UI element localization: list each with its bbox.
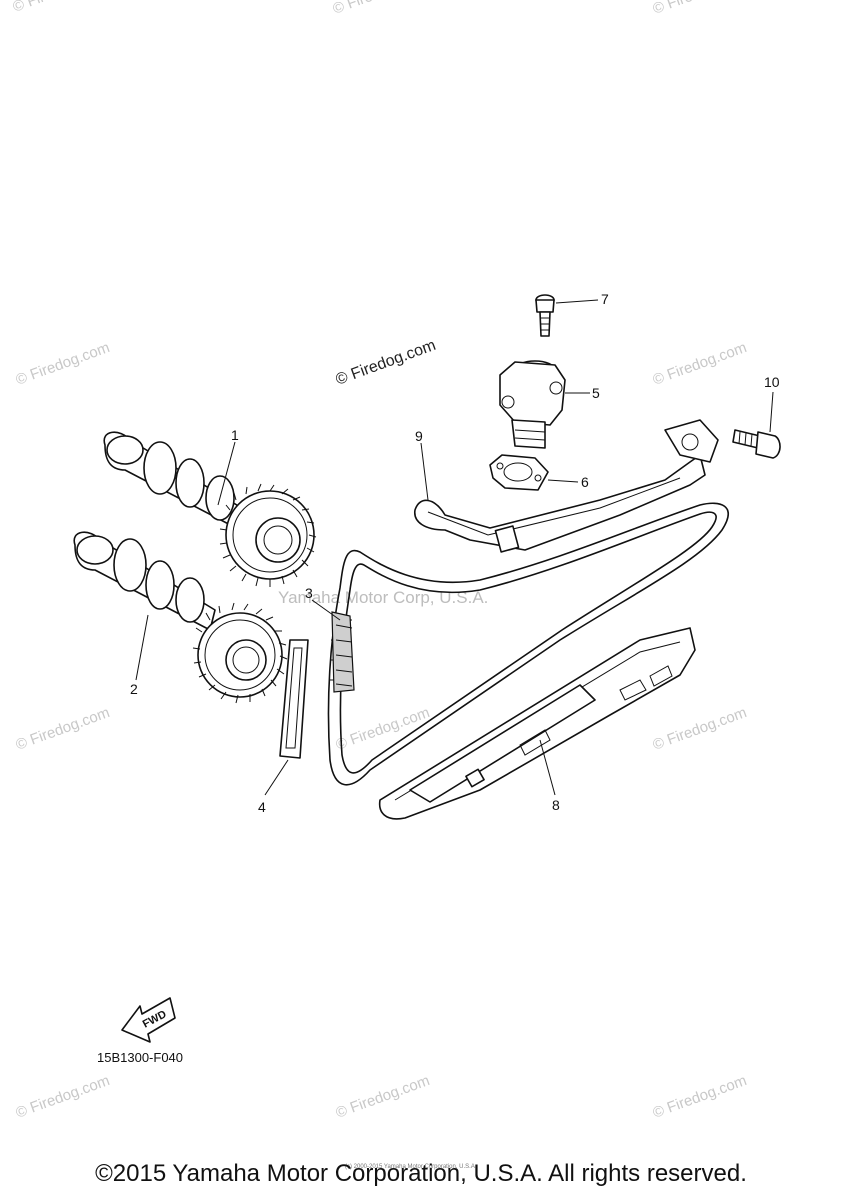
callout-5: 5	[592, 385, 600, 401]
fine-print: (c) 2000-2015 Yamaha Motor Corporation, …	[345, 1164, 477, 1170]
callout-10: 10	[764, 374, 780, 390]
fwd-arrow-icon: FWD	[121, 997, 176, 1043]
callouts: 1 2 3 4 5 6 7 8 9 10	[130, 291, 780, 815]
chain-guide-8	[378, 627, 696, 820]
callout-7: 7	[601, 291, 609, 307]
callout-4: 4	[258, 799, 266, 815]
watermark-top-mid: © Firedog.com	[331, 0, 429, 18]
callout-3: 3	[305, 585, 313, 601]
callout-9: 9	[415, 428, 423, 444]
watermark-center-1: © Firedog.com	[334, 337, 439, 389]
callout-6: 6	[581, 474, 589, 490]
tensioner-5	[499, 360, 566, 449]
callout-2: 2	[130, 681, 138, 697]
gasket-6	[489, 454, 549, 491]
callout-1: 1	[231, 427, 239, 443]
camshaft-2	[73, 531, 288, 704]
watermark-top-left: © Firedog.com	[11, 0, 109, 16]
watermark-right-1: © Firedog.com	[651, 339, 749, 389]
chain-guide-4	[279, 639, 309, 759]
leader-lines	[135, 299, 774, 796]
watermark-top-right: © Firedog.com	[651, 0, 749, 18]
bolt-10	[732, 429, 781, 459]
callout-8: 8	[552, 797, 560, 813]
watermark-right-2: © Firedog.com	[651, 704, 749, 754]
timing-chain	[327, 502, 729, 786]
bolt-7	[535, 294, 555, 337]
watermark-left-2: © Firedog.com	[14, 704, 112, 754]
watermark-right-3: © Firedog.com	[651, 1072, 749, 1122]
tensioner-guide-9	[414, 419, 719, 553]
watermark-yamaha: Yamaha Motor Corp, U.S.A.	[278, 588, 488, 607]
drawing-code: 15B1300-F040	[97, 1050, 183, 1065]
watermark-left-3: © Firedog.com	[14, 1072, 112, 1122]
watermark-left-1: © Firedog.com	[14, 339, 112, 389]
watermark-center-3: © Firedog.com	[334, 1072, 432, 1122]
copyright-notice: ©2015 Yamaha Motor Corporation, U.S.A. A…	[95, 1160, 747, 1187]
camshaft-1	[103, 431, 317, 587]
